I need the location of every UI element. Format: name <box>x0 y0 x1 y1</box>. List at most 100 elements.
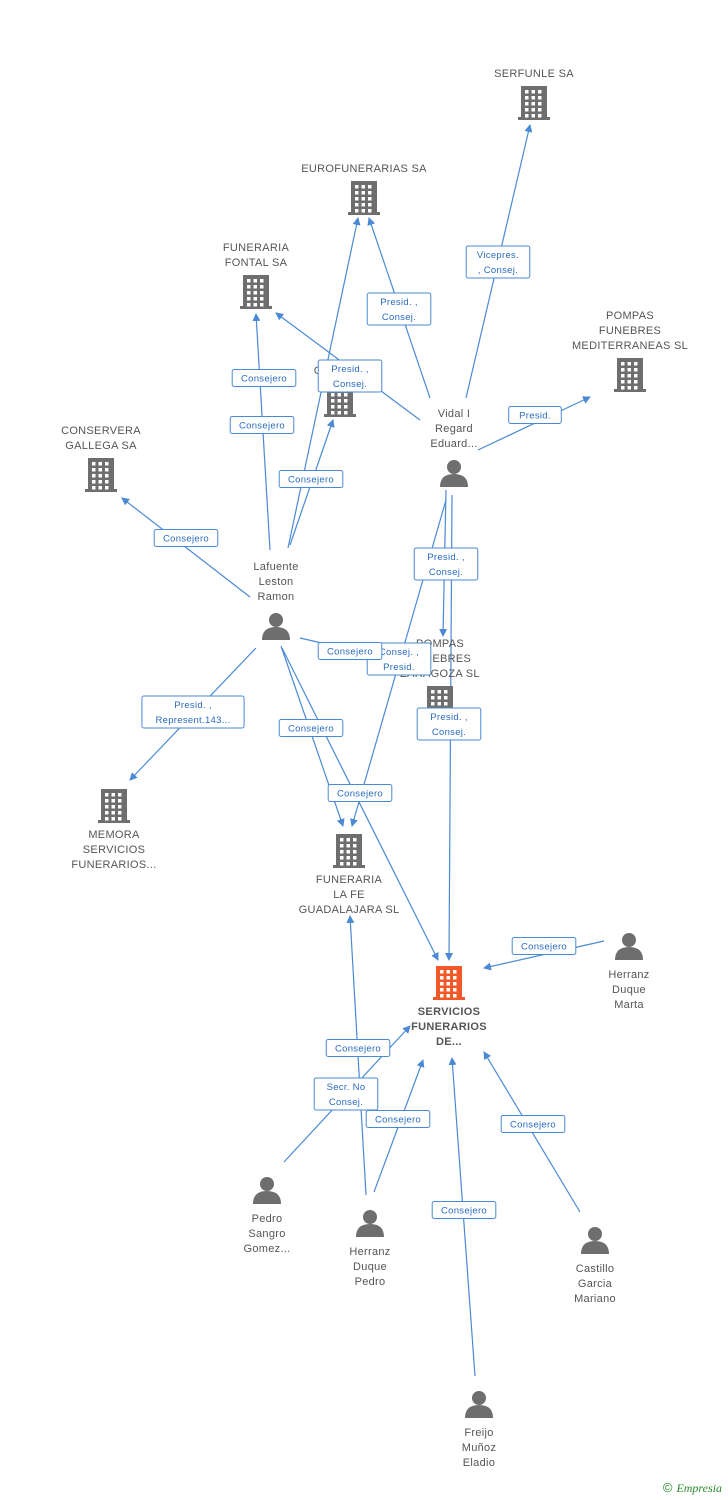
node-label-pompasmed: FUNEBRES <box>599 325 661 337</box>
node-label-conservera: GALLEGA SA <box>65 440 137 452</box>
edge-label-herranzp-to-lafe[interactable]: Consejero <box>325 1039 391 1057</box>
building-icon[interactable] <box>614 358 646 392</box>
node-label-vidal: Vidal I <box>438 408 470 420</box>
edge-label-vidal-to-eurofun[interactable]: Presid. ,Consej. <box>366 292 432 326</box>
edge-label-text: Consejero <box>241 374 287 385</box>
node-memora[interactable]: MEMORASERVICIOSFUNERARIOS... <box>71 789 156 871</box>
footer-credit: ©Empresia <box>663 1480 722 1496</box>
person-icon[interactable] <box>615 933 643 960</box>
edge-label-lafuente-to-conservera[interactable]: Consejero <box>153 529 219 547</box>
edge-label-box[interactable] <box>327 784 393 802</box>
building-icon[interactable] <box>518 86 550 120</box>
building-icon[interactable] <box>85 458 117 492</box>
building-icon[interactable] <box>333 834 365 868</box>
edge-labels-layer: Vicepres., Consej. Presid. ,Consej. Presid… <box>141 245 577 1219</box>
edge-label-box[interactable] <box>229 416 295 434</box>
edge-label-herranzp-to-main[interactable]: Consejero <box>365 1110 431 1128</box>
node-label-main: FUNERARIOS <box>411 1021 487 1033</box>
node-vidal[interactable]: Vidal IRegardEduard... <box>430 408 477 487</box>
building-icon[interactable] <box>348 181 380 215</box>
edge-label-box[interactable] <box>511 937 577 955</box>
edge-label-box[interactable] <box>313 1077 379 1111</box>
node-label-herranzp: Herranz <box>349 1246 390 1258</box>
edge-label-text: Consejero <box>163 534 209 545</box>
node-label-herranzm: Marta <box>614 999 644 1011</box>
person-icon[interactable] <box>465 1391 493 1418</box>
node-label-vidal: Regard <box>435 423 473 435</box>
main-company-building-icon[interactable] <box>433 966 465 1000</box>
edge-label-lafuente-to-lafe[interactable]: Consejero <box>278 719 344 737</box>
edge-label-box[interactable] <box>317 359 383 393</box>
edge-label-vidal-to-pompaszar[interactable]: Presid. ,Consej. <box>413 547 479 581</box>
edge-label-box[interactable] <box>153 529 219 547</box>
person-icon[interactable] <box>253 1177 281 1204</box>
edge-label-text: Consej. , <box>379 647 419 658</box>
edge-label-box[interactable] <box>413 547 479 581</box>
edge-label-box[interactable] <box>325 1039 391 1057</box>
edge-label-lafuente-to-fontal[interactable]: Consejero <box>229 416 295 434</box>
edge-label-box[interactable] <box>231 369 297 387</box>
edge-label-box[interactable] <box>416 707 482 741</box>
edge-label-text: Consej. <box>432 727 466 738</box>
brand-logo[interactable]: Empresia <box>676 1481 722 1495</box>
node-label-freijo: Freijo <box>464 1427 493 1439</box>
person-icon[interactable] <box>262 613 290 640</box>
node-label-serfunle: SERFUNLE SA <box>494 68 574 80</box>
edge-label-box[interactable] <box>431 1201 497 1219</box>
node-label-memora: SERVICIOS <box>83 844 145 856</box>
edge-label-box[interactable] <box>278 470 344 488</box>
edge-label-box[interactable] <box>500 1115 566 1133</box>
edge-label-box[interactable] <box>365 1110 431 1128</box>
node-pedro[interactable]: PedroSangroGomez... <box>243 1177 290 1255</box>
edge-label-text: , Consej. <box>478 265 518 276</box>
copyright-symbol: © <box>662 1480 673 1495</box>
edge-label-box[interactable] <box>141 695 245 729</box>
person-icon[interactable] <box>356 1210 384 1237</box>
edge-label-box[interactable] <box>465 245 531 279</box>
edge-label-box[interactable] <box>508 406 562 424</box>
node-label-herranzm: Herranz <box>608 969 649 981</box>
edge-label-lafuente-to-pompaszar[interactable]: Consejero <box>317 642 383 660</box>
edge-label-lafuente-to-memora[interactable]: Presid. ,Represent.143... <box>141 695 245 729</box>
edge-label-text: Secr. No <box>327 1082 366 1093</box>
node-label-castillo: Castillo <box>576 1263 614 1275</box>
node-main[interactable]: SERVICIOSFUNERARIOSDE... <box>411 966 487 1048</box>
edge-label-vidal-to-main[interactable]: Presid. ,Consej. <box>416 707 482 741</box>
edge-label-text: Consejero <box>337 789 383 800</box>
edge-label-box[interactable] <box>278 719 344 737</box>
building-icon[interactable] <box>240 275 272 309</box>
edge-label-text: Represent.143... <box>155 715 230 726</box>
node-label-lafe: GUADALAJARA SL <box>299 904 400 916</box>
edge-label-freijo-to-main[interactable]: Consejero <box>431 1201 497 1219</box>
edge-label-lafuente-to-main[interactable]: Consejero <box>327 784 393 802</box>
edge-label-vidal-to-pompasmed[interactable]: Presid. <box>508 406 562 424</box>
edge-label-lafuente-to-eurofun[interactable]: Presid. ,Consej. <box>317 359 383 393</box>
edge-label-vidal-to-fontal[interactable]: Consejero <box>231 369 297 387</box>
building-icon[interactable] <box>98 789 130 823</box>
node-eurofun[interactable]: EUROFUNERARIAS SA <box>301 163 427 215</box>
edge-label-vidal-to-serfunle[interactable]: Vicepres., Consej. <box>465 245 531 279</box>
node-label-herranzm: Duque <box>612 984 646 996</box>
node-label-pompasmed: MEDITERRANEAS SL <box>572 340 688 352</box>
edge-label-box[interactable] <box>317 642 383 660</box>
node-label-herranzp: Duque <box>353 1261 387 1273</box>
edge-label-castillo-to-main[interactable]: Consejero <box>500 1115 566 1133</box>
person-icon[interactable] <box>581 1227 609 1254</box>
edge-label-text: Consejero <box>441 1206 487 1217</box>
edge-label-lafuente-to-gishis[interactable]: Consejero <box>278 470 344 488</box>
node-serfunle[interactable]: SERFUNLE SA <box>494 68 574 120</box>
edge-label-text: Consejero <box>239 421 285 432</box>
person-icon[interactable] <box>440 460 468 487</box>
edge-label-box[interactable] <box>366 292 432 326</box>
edge-label-herranzm-to-main[interactable]: Consejero <box>511 937 577 955</box>
